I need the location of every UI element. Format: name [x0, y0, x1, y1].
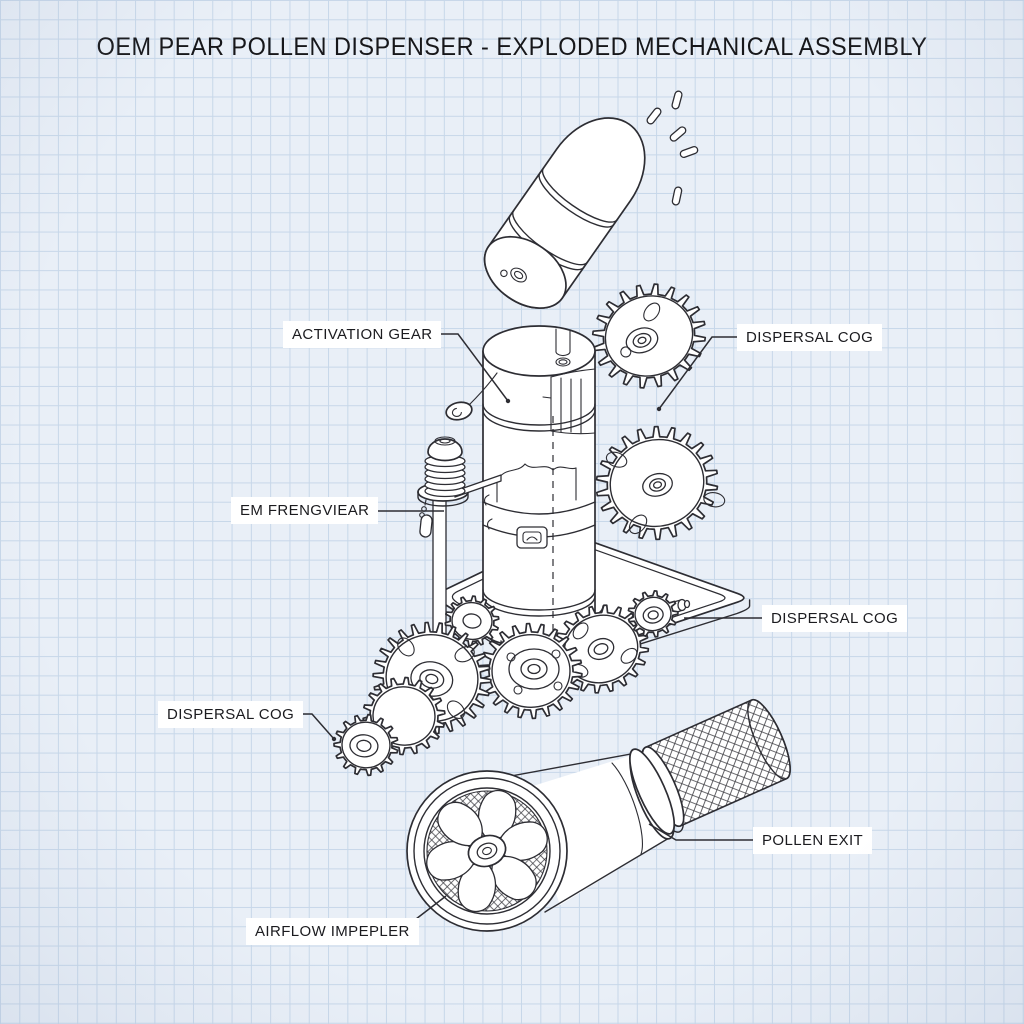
- gear-dispersal-cog-small: [627, 590, 679, 638]
- inner-hopper-edge: [496, 463, 577, 482]
- leader-line-dispersal-cog-top: [658, 336, 740, 410]
- rim-slot: [555, 328, 571, 357]
- spring-screw-drawing: [417, 372, 502, 659]
- label-activation-gear: ACTIVATION GEAR: [283, 321, 442, 348]
- gear-dispersal-cog-1: [591, 283, 707, 389]
- gear-train-back-small: [444, 595, 500, 647]
- gear-dispersal-cog-front: [333, 713, 399, 777]
- label-em-frengviear: EM FRENGVIEAR: [231, 497, 379, 524]
- dispersal-cogs-right-drawing: [591, 283, 726, 541]
- gear-dispersal-cog-2: [595, 425, 726, 541]
- gear-train-medium: [552, 604, 650, 694]
- canister-outlet-hole: [510, 267, 527, 283]
- pollen-canister-drawing: [483, 117, 646, 309]
- pellet-chain: [419, 499, 433, 538]
- canister-pin-hole: [500, 269, 508, 278]
- label-pollen-exit: POLLEN EXIT: [753, 827, 873, 854]
- diagram-title: OEM PEAR POLLEN DISPENSER - EXPLODED MEC…: [96, 33, 928, 61]
- label-dispersal-cog-right: DISPERSAL COG: [762, 605, 908, 632]
- keyed-washer: [445, 401, 473, 421]
- gear-train-large-2: [479, 622, 583, 720]
- impeller-blades-drawing: [426, 789, 548, 913]
- label-dispersal-cog-left: DISPERSAL COG: [158, 701, 304, 728]
- label-dispersal-cog-top: DISPERSAL COG: [737, 324, 883, 351]
- gear-train-front-drawing: [333, 676, 446, 777]
- cutaway-window: [550, 368, 596, 435]
- pollen-exit-knurl-drawing: [629, 698, 791, 835]
- activation-gear-body-drawing: [482, 325, 596, 653]
- label-airflow-impeller: AIRFLOW IMPEPLER: [246, 918, 419, 945]
- leader-line-pollen-exit: [648, 823, 758, 841]
- screw-head: [427, 438, 463, 462]
- pollen-granules-drawing: [646, 90, 699, 206]
- airflow-impeller-assembly-drawing: [406, 698, 791, 932]
- cone-seam: [611, 762, 643, 855]
- gear-train-back-drawing: [444, 595, 650, 694]
